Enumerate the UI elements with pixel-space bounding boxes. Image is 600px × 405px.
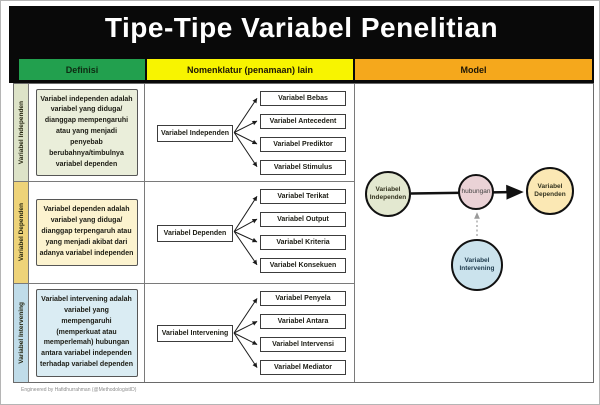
alias-box: Variabel Penyela [260,291,346,306]
row-strip-label: Variabel Dependen [17,203,25,262]
model-node-hubungan: hubungan [458,174,494,210]
alias-box: Variabel Bebas [260,91,346,106]
row-strip-label: Variabel Independen [17,100,25,165]
node-box-dependen: Variabel Dependen [157,225,233,242]
model-node-dependen: Variabel Dependen [526,167,574,215]
model-column-divider [354,84,355,382]
definition-box-independen: Variabel independen adalah variabel yang… [35,88,138,177]
fan-connector-lines [233,97,258,168]
fan-connector-lines [233,298,258,368]
table-body: Variabel Independen Variabel independen … [13,83,594,383]
row-strip-independen: Variabel Independen [14,84,29,181]
title-band: Tipe-Tipe Variabel Penelitian Definisi N… [9,6,594,83]
model-node-independen: Variabel Independen [365,171,411,217]
column-header-nomenklatur: Nomenklatur (penamaan) lain [147,59,353,80]
definition-cell: Variabel independen adalah variabel yang… [29,84,145,181]
column-header-definisi: Definisi [19,59,145,80]
nomenclature-cell: Variabel Dependen Variabel Terikat Varia… [145,182,354,283]
column-header-model: Model [355,59,592,80]
row-strip-label: Variabel Intervening [17,302,25,364]
nomenclature-cell: Variabel Independen Variabel Bebas Varia… [145,84,354,181]
row-strip-dependen: Variabel Dependen [14,182,29,283]
credit-text: Engineered by Hafidhurrahman (@Methodolo… [21,387,137,393]
alias-box: Variabel Terikat [260,189,346,204]
alias-box: Variabel Kriteria [260,235,346,250]
alias-box: Variabel Antara [260,314,346,329]
model-diagram: Variabel Independen hubungan Variabel De… [355,84,593,382]
definition-box-dependen: Variabel dependen adalah variabel yang d… [35,199,138,266]
table-row-independen: Variabel Independen Variabel independen … [14,84,354,182]
definition-box-intervening: Variabel intervening adalah variabel yan… [35,289,138,377]
node-box-independen: Variabel Independen [157,125,233,142]
definition-cell: Variabel intervening adalah variabel yan… [29,284,145,382]
table-row-intervening: Variabel Intervening Variabel intervenin… [14,284,354,382]
nomenclature-cell: Variabel Intervening Variabel Penyela Va… [145,284,354,382]
definition-cell: Variabel dependen adalah variabel yang d… [29,182,145,283]
alias-box: Variabel Prediktor [260,137,346,152]
table-row-dependen: Variabel Dependen Variabel dependen adal… [14,182,354,284]
alias-box: Variabel Antecedent [260,114,346,129]
node-box-intervening: Variabel Intervening [157,325,233,342]
alias-box: Variabel Konsekuen [260,258,346,273]
model-arrows [410,184,524,236]
fan-connector-lines [233,195,258,266]
alias-box: Variabel Mediator [260,360,346,375]
model-node-intervening: Variabel Intervening [451,239,503,291]
alias-box: Variabel Stimulus [260,160,346,175]
alias-box: Variabel Intervensi [260,337,346,352]
alias-box: Variabel Output [260,212,346,227]
page-title: Tipe-Tipe Variabel Penelitian [104,12,499,43]
row-strip-intervening: Variabel Intervening [14,284,29,382]
